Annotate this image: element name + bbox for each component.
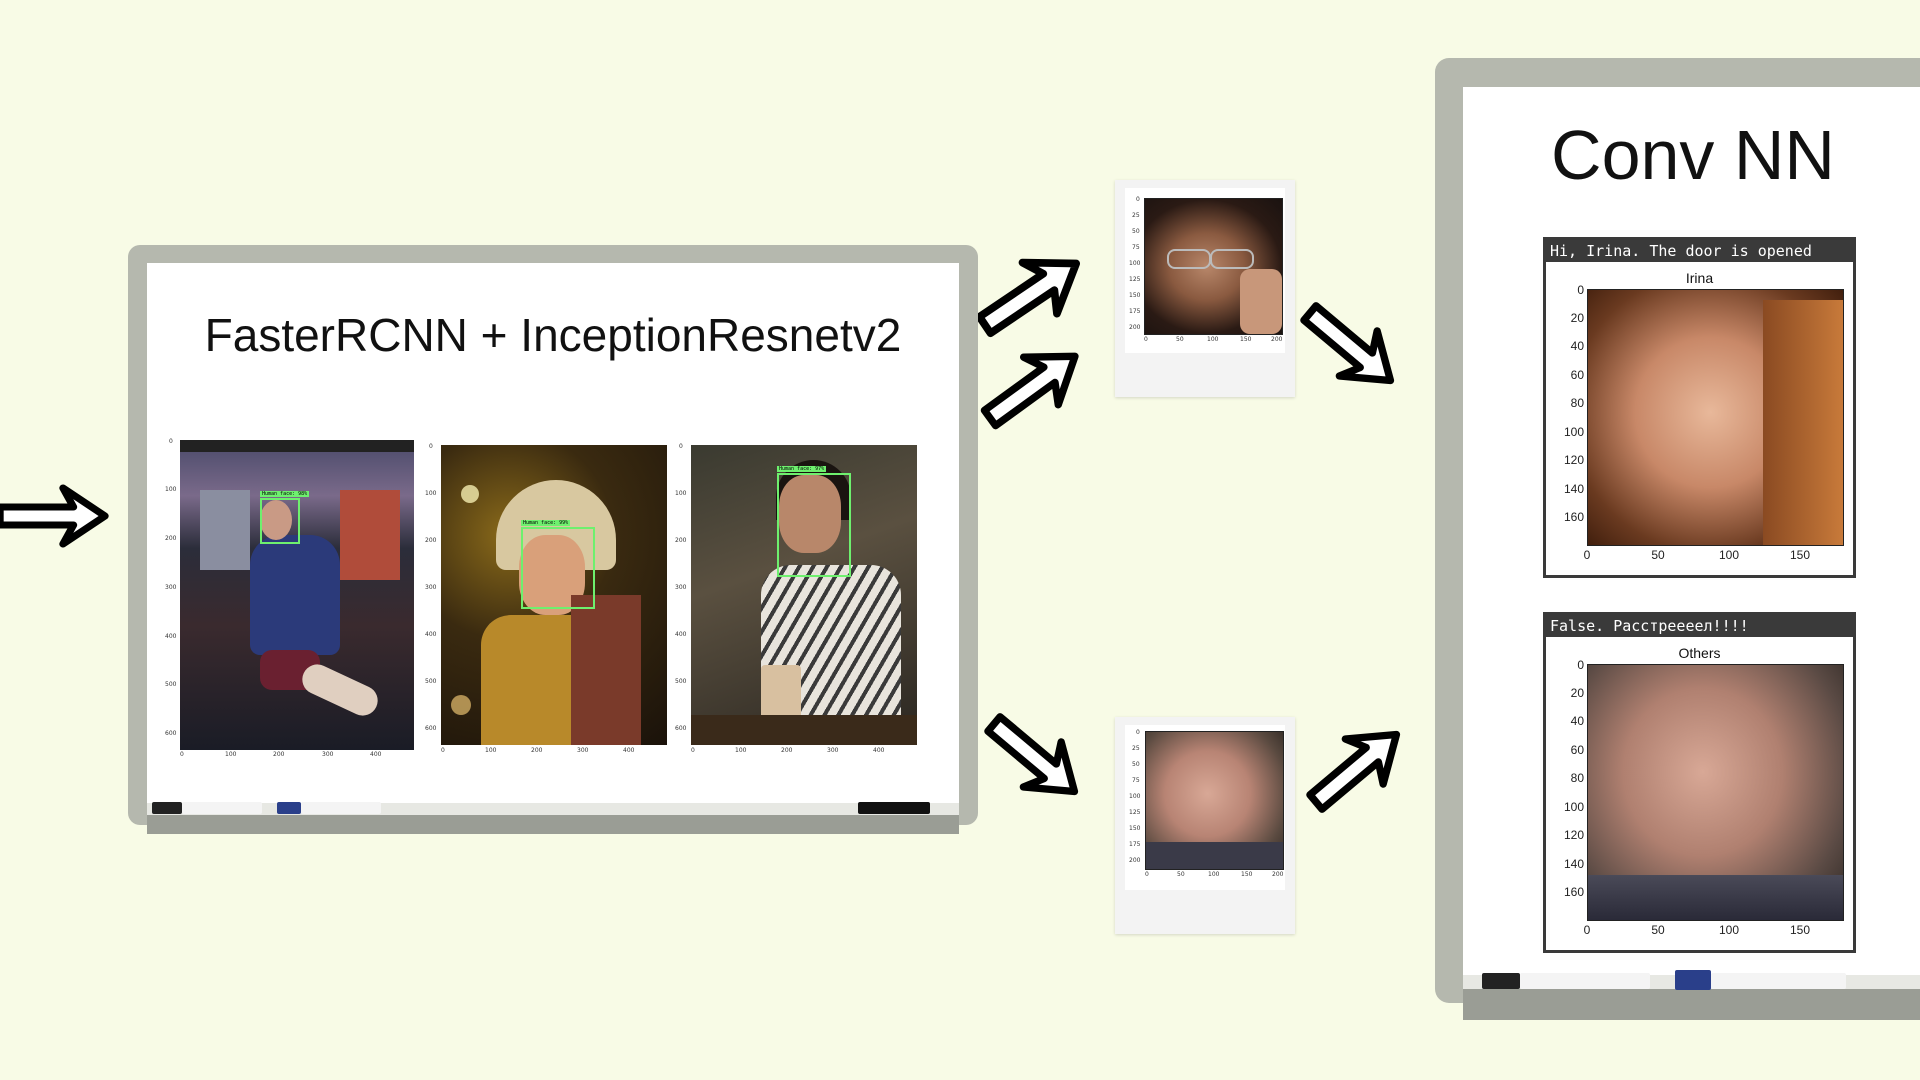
classified-face-other (1587, 664, 1844, 921)
cnn-result-accept: Hi, Irina. The door is opened Irina 0 20… (1543, 237, 1856, 578)
photo-balcony: Human face: 98% (180, 440, 414, 750)
predicted-class: Others (1678, 645, 1721, 661)
cnn-title: Conv NN (1551, 116, 1835, 194)
arrow-to-crop-bottom (975, 701, 1093, 814)
detection-photo-2: Human face: 99% 0 100 200 300 400 500 60… (425, 443, 670, 758)
photo-hat-woman: Human face: 99% (441, 445, 667, 745)
detector-title: FasterRCNN + InceptionResnetv2 (204, 309, 902, 361)
marker-black (152, 802, 182, 814)
face-bbox: Human face: 99% (521, 520, 595, 609)
input-arrow (0, 488, 105, 544)
arrow-to-crop-top-2 (973, 332, 1093, 441)
predicted-class: Irina (1685, 270, 1714, 286)
arrow-to-cnn-bottom (1297, 712, 1415, 825)
detection-photo-3: Human face: 97% 0 100 200 300 400 500 60… (675, 443, 920, 758)
crop-image-glasses-woman (1144, 198, 1283, 335)
face-bbox: Human face: 97% (777, 466, 851, 577)
classified-face-irina (1587, 289, 1844, 546)
face-bbox: Human face: 98% (260, 491, 310, 544)
face-crop-bottom: 0 25 50 75 100 125 150 175 200 0 50 100 … (1115, 717, 1295, 934)
result-message: Hi, Irina. The door is opened (1546, 240, 1853, 262)
marker-blue (1675, 970, 1711, 990)
photo-glasses-woman: Human face: 97% (691, 445, 917, 745)
crop-image-woman (1145, 731, 1284, 870)
eraser-1 (1520, 973, 1650, 989)
marker-blue (277, 802, 301, 814)
detection-photo-1: Human face: 98% 0 100 200 300 400 500 60… (165, 438, 415, 758)
eraser-2 (301, 802, 381, 814)
arrow-to-crop-top-1 (968, 238, 1094, 351)
eraser-2 (1711, 973, 1846, 989)
eraser-1 (182, 802, 262, 814)
marker-black (1482, 973, 1520, 989)
marker-dark (858, 802, 930, 814)
cnn-result-reject: False. Расстреееел!!!! Others 0 20 40 60… (1543, 612, 1856, 953)
arrow-to-cnn-top (1291, 290, 1409, 403)
result-message: False. Расстреееел!!!! (1546, 615, 1853, 637)
face-crop-top: 0 25 50 75 100 125 150 175 200 0 50 100 … (1115, 180, 1295, 397)
